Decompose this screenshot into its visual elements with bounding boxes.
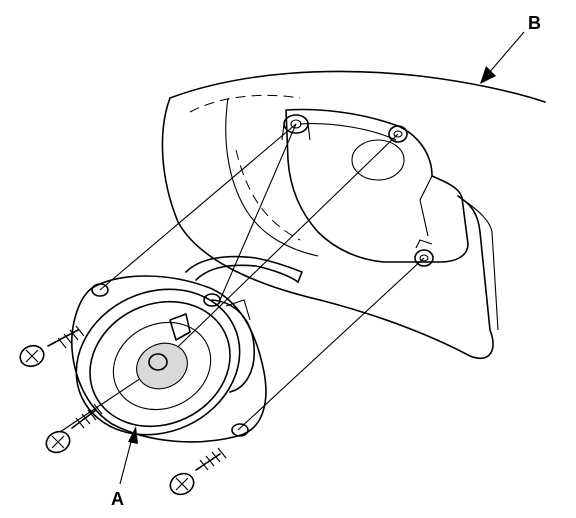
speaker-wire	[185, 255, 303, 283]
door-panel	[161, 70, 546, 359]
mount-boss-lower-right	[414, 239, 434, 267]
screw-upper	[19, 325, 85, 368]
mount-boss-upper-left	[281, 114, 311, 141]
screw-middle	[45, 403, 103, 454]
leader-arrow-a	[119, 426, 138, 485]
mount-boss-upper-right	[388, 125, 408, 143]
callout-label-a: A	[111, 489, 124, 509]
screw-lower	[169, 447, 227, 496]
callout-label-b: B	[528, 13, 541, 33]
speaker	[71, 275, 267, 443]
leader-arrow-b	[480, 31, 525, 84]
alignment-lines	[59, 123, 425, 433]
